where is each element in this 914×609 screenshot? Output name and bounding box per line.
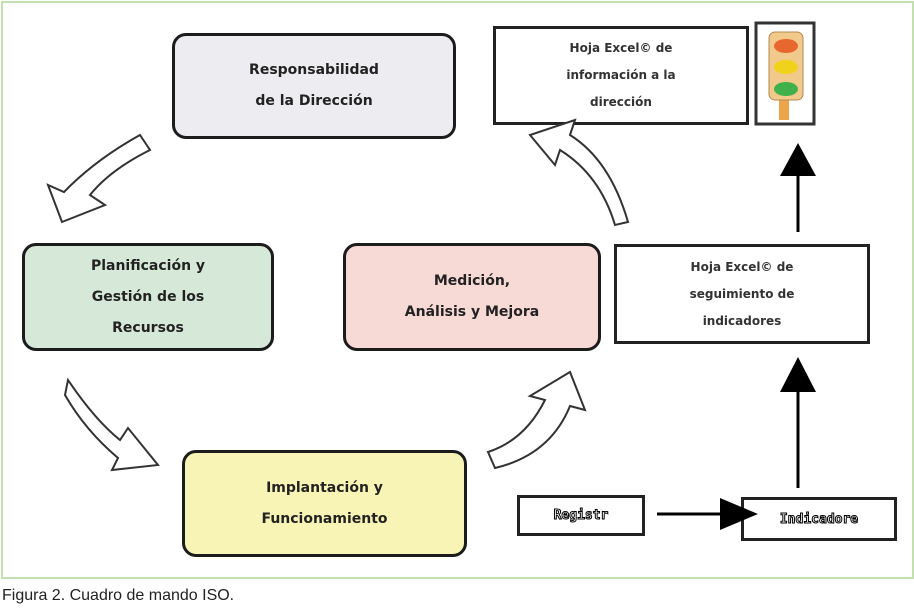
curved-arrow-4 (528, 118, 630, 227)
medicion-box: Medición, Análisis y Mejora (343, 243, 601, 351)
hoja-informacion-box: Hoja Excel© de información a la direcció… (493, 26, 749, 125)
label: información a la (566, 68, 676, 82)
curved-arrow-2 (63, 377, 160, 472)
label: Hoja Excel© de (690, 259, 794, 274)
label: seguimiento de (689, 286, 795, 301)
label: Planificación y (90, 257, 206, 274)
responsabilidad-box: Responsabilidad de la Dirección (172, 33, 456, 139)
label: indicadores (702, 313, 782, 328)
label: Análisis y Mejora (404, 304, 540, 320)
planificacion-box: Planificación y Gestión de los Recursos (22, 243, 274, 351)
figure-caption: Figura 2. Cuadro de mando ISO. (2, 587, 235, 604)
figure-frame (1, 1, 914, 579)
label: de la Dirección (255, 93, 373, 109)
curved-arrow-3 (486, 370, 587, 470)
label: Medición, (433, 273, 511, 289)
label: Recursos (112, 319, 184, 336)
hoja-seguimiento-box: Hoja Excel© de seguimiento de indicadore… (614, 244, 870, 344)
label: Funcionamiento (261, 510, 388, 527)
curved-arrow-1 (46, 133, 152, 224)
label: Responsabilidad (249, 62, 379, 78)
label: Hoja Excel© de (569, 41, 673, 55)
label: Implantación y (266, 479, 383, 496)
label: Gestión de los (91, 288, 205, 305)
implantacion-box: Implantación y Funcionamiento (182, 450, 467, 557)
label: dirección (590, 95, 652, 109)
traffic-light-icon (754, 21, 816, 126)
registro-box: Registr (517, 495, 645, 536)
